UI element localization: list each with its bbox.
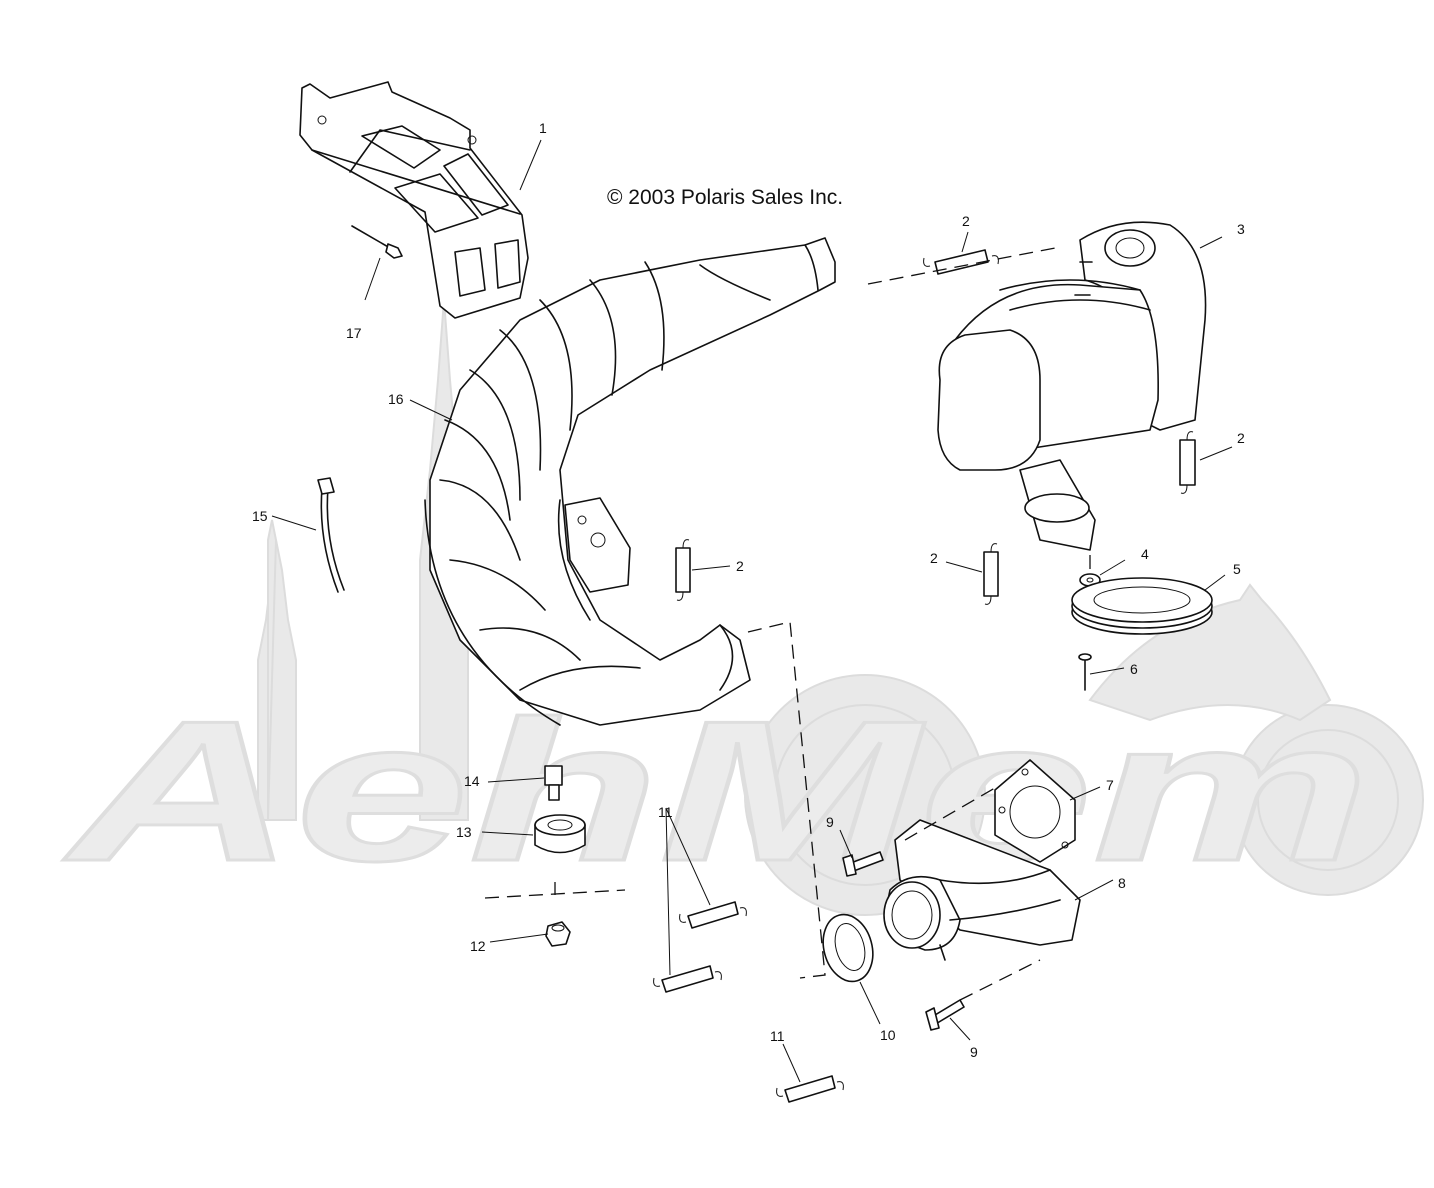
part-9-bolt-upper — [842, 851, 884, 877]
part-15-strap — [317, 477, 345, 593]
watermark-logo: AehMem — [61, 299, 1424, 916]
part-13-bushing — [534, 814, 586, 854]
part-8-manifold — [883, 819, 1081, 961]
callout-6: 6 — [1130, 661, 1138, 677]
copyright-notice: © 2003 Polaris Sales Inc. — [607, 186, 844, 209]
callout-2-top: 2 — [962, 213, 970, 229]
spring-2-lower — [983, 543, 999, 605]
spring-2-right — [1179, 431, 1196, 494]
callout-3: 3 — [1237, 221, 1245, 237]
alignment-lines — [484, 247, 1091, 1001]
part-3-muffler — [937, 221, 1207, 551]
part-1-mounting-bracket — [299, 81, 529, 319]
callout-11-lower: 11 — [770, 1028, 785, 1044]
spring-2-center — [675, 539, 691, 601]
callout-5: 5 — [1233, 561, 1241, 577]
callout-9-lower: 9 — [970, 1044, 978, 1060]
callout-1: 1 — [539, 120, 547, 136]
spring-11-b — [653, 965, 722, 993]
callout-2-lower: 2 — [930, 550, 938, 566]
callout-2-right: 2 — [1237, 430, 1245, 446]
callout-7: 7 — [1106, 777, 1114, 793]
part-12-nut — [545, 921, 571, 947]
callout-2-center: 2 — [736, 558, 744, 574]
callout-4: 4 — [1141, 546, 1149, 562]
callout-11-upper: 11 — [658, 804, 673, 820]
callout-10: 10 — [880, 1027, 896, 1043]
part-9-bolt-lower — [925, 999, 965, 1031]
callout-16: 16 — [388, 391, 404, 407]
part-7-gasket — [994, 759, 1076, 863]
callout-15: 15 — [252, 508, 268, 524]
callout-8: 8 — [1118, 875, 1126, 891]
part-16-expansion-chamber — [424, 237, 836, 726]
spring-11-c — [776, 1075, 844, 1103]
part-10-seal-ring — [822, 913, 874, 983]
part-14-bolt — [544, 765, 563, 801]
leader-lines — [271, 139, 1233, 1083]
watermark-text: AehMem — [62, 680, 1370, 903]
callout-14: 14 — [464, 773, 480, 789]
part-5-grommet — [1071, 577, 1213, 635]
callout-17: 17 — [346, 325, 362, 341]
spring-2-top — [923, 249, 999, 275]
part-17-rivet — [351, 225, 403, 259]
callout-9-upper: 9 — [826, 814, 834, 830]
callout-13: 13 — [456, 824, 472, 840]
callout-12: 12 — [470, 938, 486, 954]
callout-labels: 1 2 3 2 2 2 4 5 6 7 8 9 9 10 11 11 12 13… — [252, 120, 1245, 1060]
spring-11-a — [679, 901, 747, 929]
part-6-pin — [1078, 653, 1092, 691]
